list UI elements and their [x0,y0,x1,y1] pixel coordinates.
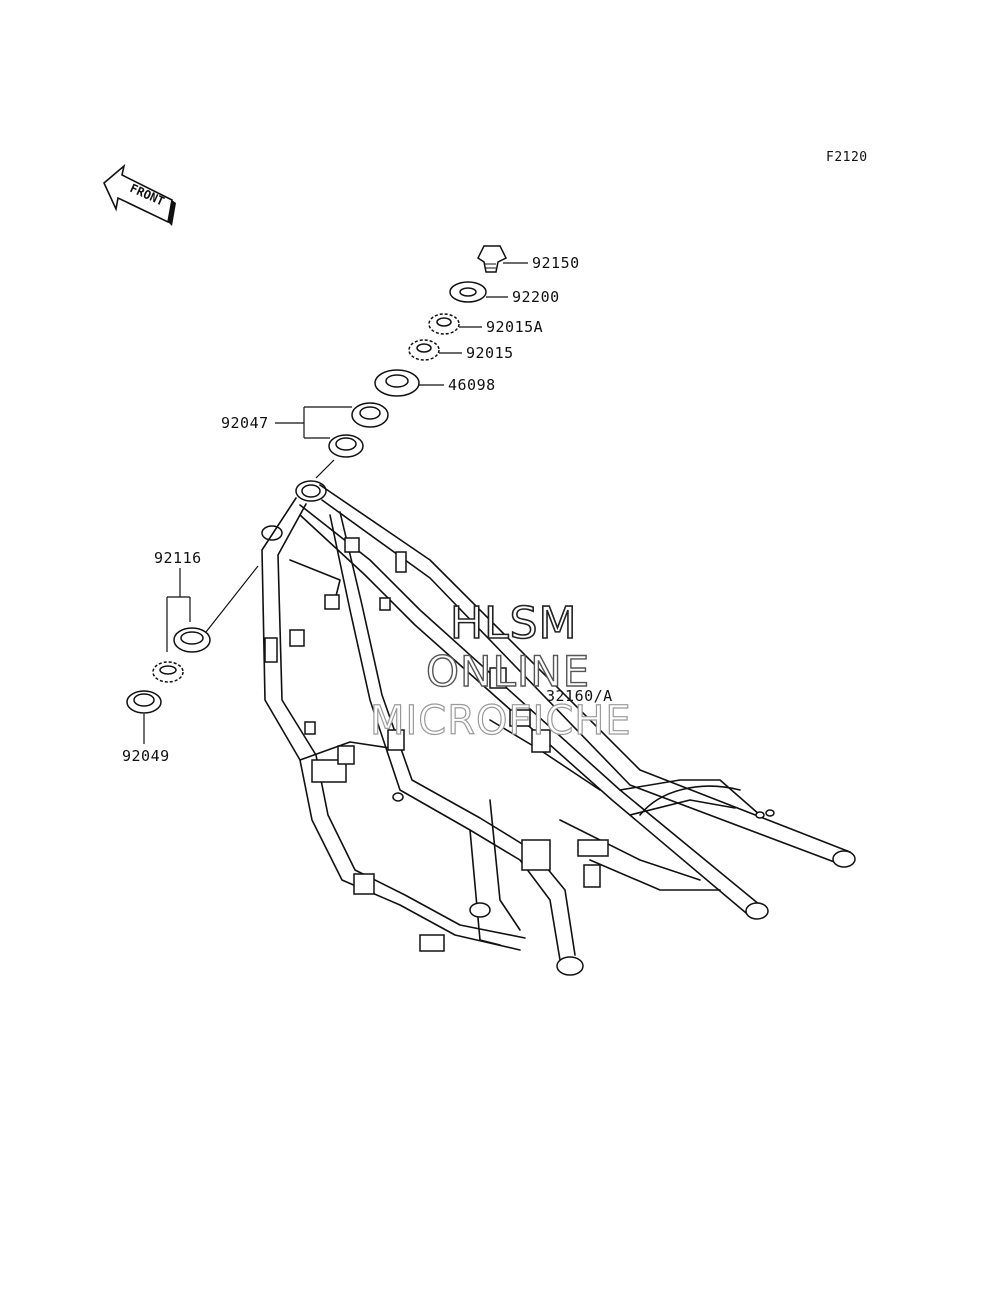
part-92116-seal[interactable] [173,627,211,653]
bracket-92116 [166,568,191,652]
part-92015-nut[interactable] [408,339,440,361]
watermark-line-1: HLSM [450,598,578,649]
label-92150[interactable]: 92150 [532,254,580,272]
label-92047[interactable]: 92047 [221,414,269,432]
bracket-92047 [275,406,352,439]
motorcycle-frame [261,480,856,976]
label-46098[interactable]: 46098 [448,376,496,394]
front-direction-arrow-icon: FRONT [103,163,176,226]
part-92015A-nut[interactable] [428,313,460,335]
part-92047-bearing-race[interactable] [328,434,364,458]
leader-head-pipe [315,459,335,479]
label-92015[interactable]: 92015 [466,344,514,362]
label-92200[interactable]: 92200 [512,288,560,306]
part-92116-nut[interactable] [152,661,184,683]
watermark-line-2: ONLINE [426,647,590,696]
leader-lower-head [205,565,259,633]
label-92116[interactable]: 92116 [154,549,202,567]
figure-code: F2120 [826,150,868,165]
label-92015A[interactable]: 92015A [486,318,543,336]
part-92200-washer[interactable] [449,281,487,303]
part-92150-bolt[interactable] [477,245,508,273]
label-32160A[interactable]: 32160/A [546,687,613,705]
part-46098-cap[interactable] [374,369,420,397]
label-92049[interactable]: 92049 [122,747,170,765]
part-92049-bearing[interactable] [126,690,162,714]
watermark-line-3: MICROFICHE [370,698,632,744]
part-92047-bearing-upper[interactable] [351,402,389,428]
